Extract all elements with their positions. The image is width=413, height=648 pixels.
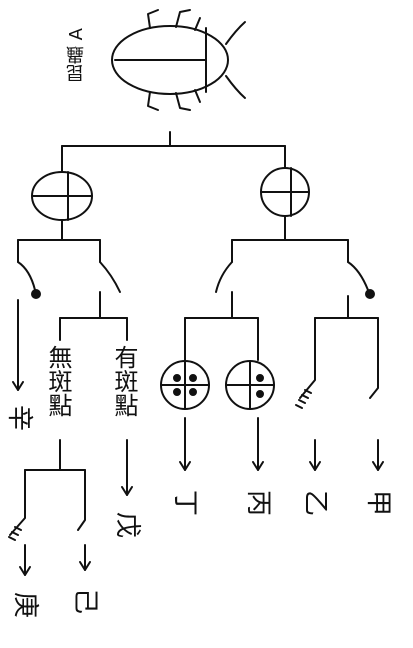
diagram-title: 昆蟲 A	[66, 28, 87, 83]
four-dot-pattern-icon	[160, 360, 210, 410]
hairy-leg-icon	[295, 364, 316, 409]
plain-leg-icon	[369, 369, 379, 399]
plain-leg-left-icon	[77, 504, 86, 531]
knob-antenna-icon	[347, 261, 375, 299]
outcome-geng: 庚	[10, 591, 41, 619]
long-wing-beetle-icon	[31, 171, 93, 221]
plain-antenna-left-icon	[99, 261, 121, 293]
outcome-ji: 己	[70, 587, 101, 615]
outcome-bing: 丙	[243, 489, 274, 517]
hairy-leg-left-icon	[8, 504, 26, 541]
outcome-xin: 辛	[4, 404, 35, 432]
outcome-yi: 乙	[300, 489, 331, 517]
outcome-ding: 丁	[170, 489, 201, 517]
short-wing-beetle-icon	[260, 167, 310, 217]
two-dot-pattern-icon	[225, 360, 275, 410]
insect-a-icon	[111, 9, 246, 111]
knob-antenna-left-icon	[17, 261, 41, 299]
outcome-jia: 甲	[363, 489, 394, 517]
plain-antenna-icon	[215, 261, 233, 293]
unspotted-label: 無斑點	[44, 345, 72, 417]
outcome-wu: 戊	[112, 511, 143, 539]
spotted-label: 有斑點	[110, 345, 138, 417]
